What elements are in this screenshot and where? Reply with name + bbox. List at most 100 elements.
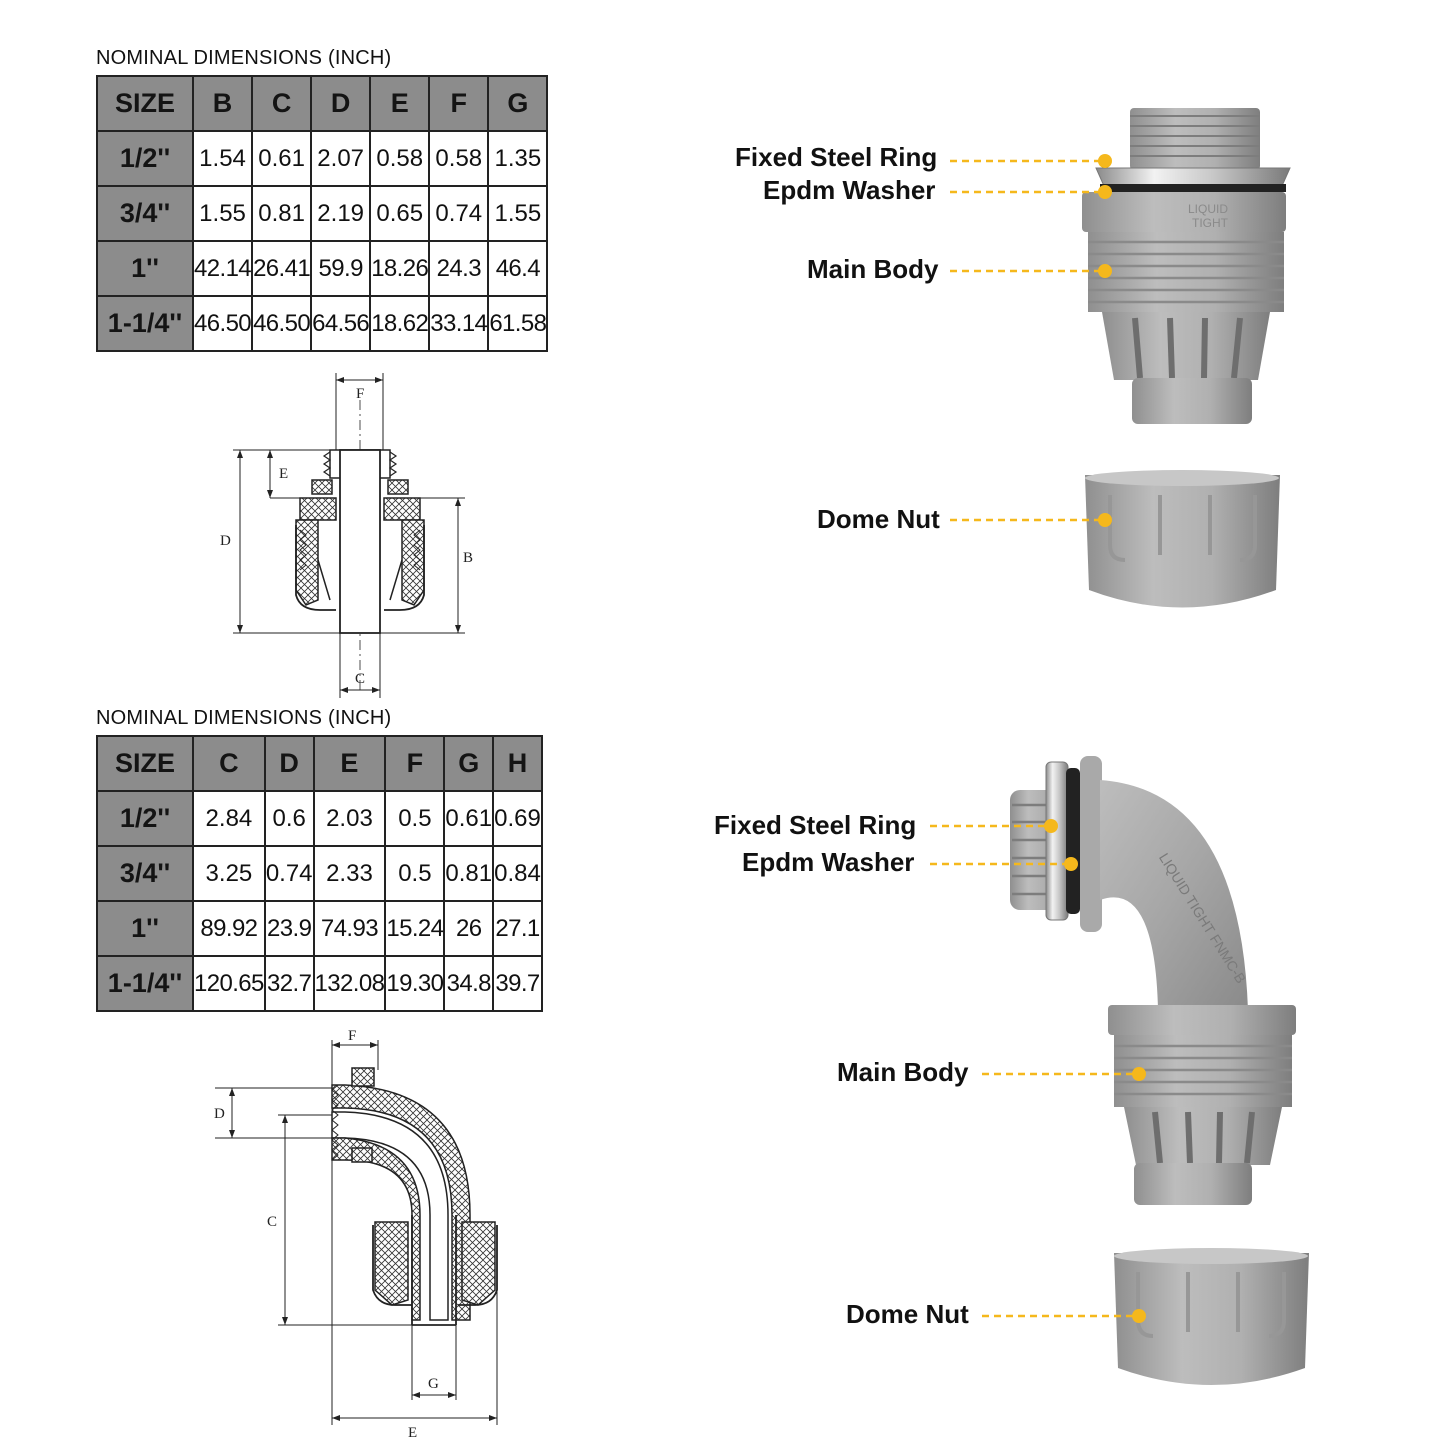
callout-dot	[1132, 1309, 1146, 1323]
header-cell: D	[263, 735, 315, 792]
dim-label-d: D	[214, 1106, 225, 1122]
value-cell: 0.65	[369, 185, 431, 242]
value-cell: 46.50	[191, 295, 254, 352]
callout-dots	[1044, 154, 1146, 1323]
label-epdm-washer: Epdm Washer	[763, 175, 936, 205]
value-cell: 0.84	[492, 845, 543, 902]
header-cell: B	[191, 75, 254, 132]
dim-label-d: D	[220, 533, 231, 549]
label-main-body: Main Body	[807, 254, 939, 284]
value-cell: 0.69	[492, 790, 543, 847]
table-row: 1'' 42.14 26.41 59.9 18.26 24.3 46.4	[96, 240, 549, 297]
value-cell: 33.14	[428, 295, 490, 352]
value-cell: 1.54	[191, 130, 254, 187]
header-cell: F	[384, 735, 446, 792]
value-cell: 19.30	[384, 955, 446, 1012]
table-row: 3/4'' 3.25 0.74 2.33 0.5 0.81 0.84	[96, 845, 543, 902]
label-dome-nut: Dome Nut	[846, 1299, 969, 1329]
value-cell: 2.19	[310, 185, 372, 242]
value-cell: 0.74	[263, 845, 315, 902]
value-cell: 89.92	[192, 900, 266, 957]
value-cell: 120.65	[192, 955, 266, 1012]
header-cell: E	[369, 75, 431, 132]
value-cell: 2.07	[310, 130, 372, 187]
table1-caption: NOMINAL DIMENSIONS (INCH)	[96, 47, 392, 69]
table-row: 1/2'' 2.84 0.6 2.03 0.5 0.61 0.69	[96, 790, 543, 847]
table-row: 1-1/4'' 120.65 32.7 132.08 19.30 34.8 39…	[96, 955, 543, 1012]
value-cell: 42.14	[191, 240, 254, 297]
value-cell: 1.35	[487, 130, 549, 187]
table-row: 1-1/4'' 46.50 46.50 64.56 18.62 33.14 61…	[96, 295, 549, 352]
header-cell: G	[443, 735, 495, 792]
dimensions-table-straight: SIZE B C D E F G 1/2'' 1.54 0.61 2.07 0.…	[96, 75, 549, 352]
header-size: SIZE	[96, 75, 194, 132]
value-cell: 2.03	[312, 790, 387, 847]
value-cell: 0.61	[251, 130, 313, 187]
size-cell: 1/2''	[96, 790, 194, 847]
size-cell: 3/4''	[96, 185, 194, 242]
header-cell: C	[192, 735, 266, 792]
table-row: 3/4'' 1.55 0.81 2.19 0.65 0.74 1.55	[96, 185, 549, 242]
value-cell: 1.55	[487, 185, 549, 242]
value-cell: 18.62	[369, 295, 431, 352]
header-cell: D	[310, 75, 372, 132]
dim-label-f: F	[356, 386, 364, 402]
dim-label-g: G	[428, 1376, 439, 1392]
size-cell: 1/2''	[96, 130, 194, 187]
size-cell: 1''	[96, 240, 194, 297]
value-cell: 1.55	[191, 185, 254, 242]
value-cell: 0.6	[263, 790, 315, 847]
value-cell: 34.8	[443, 955, 495, 1012]
label-fixed-steel-ring: Fixed Steel Ring	[735, 142, 938, 172]
photo-marking: LIQUID	[1188, 202, 1228, 216]
value-cell: 64.56	[310, 295, 372, 352]
value-cell: 0.61	[443, 790, 495, 847]
dim-label-c: C	[267, 1214, 277, 1230]
value-cell: 2.33	[312, 845, 387, 902]
callout-leaders	[930, 159, 1134, 1318]
dim-label-b: B	[463, 550, 473, 566]
header-size: SIZE	[96, 735, 194, 792]
table-header-row: SIZE C D E F G H	[96, 735, 543, 792]
value-cell: 132.08	[312, 955, 387, 1012]
dim-label-c: C	[355, 671, 365, 687]
value-cell: 46.50	[251, 295, 313, 352]
callout-dot	[1098, 154, 1112, 168]
header-cell: H	[492, 735, 543, 792]
label-dome-nut: Dome Nut	[817, 504, 940, 534]
photo-marking: TIGHT	[1192, 216, 1229, 230]
value-cell: 46.4	[487, 240, 549, 297]
header-cell: C	[251, 75, 313, 132]
table2-caption: NOMINAL DIMENSIONS (INCH)	[96, 707, 392, 729]
callout-dot	[1132, 1067, 1146, 1081]
value-cell: 0.74	[428, 185, 490, 242]
value-cell: 2.84	[192, 790, 266, 847]
value-cell: 0.81	[443, 845, 495, 902]
size-cell: 1''	[96, 900, 194, 957]
table-row: 1/2'' 1.54 0.61 2.07 0.58 0.58 1.35	[96, 130, 549, 187]
value-cell: 0.5	[384, 790, 446, 847]
value-cell: 0.58	[428, 130, 490, 187]
dim-label-f: F	[348, 1028, 356, 1044]
callout-dot	[1098, 513, 1112, 527]
value-cell: 0.5	[384, 845, 446, 902]
size-cell: 1-1/4''	[96, 955, 194, 1012]
callout-dot	[1098, 185, 1112, 199]
value-cell: 3.25	[192, 845, 266, 902]
callout-dot	[1044, 819, 1058, 833]
value-cell: 59.9	[310, 240, 372, 297]
value-cell: 61.58	[487, 295, 549, 352]
value-cell: 27.1	[492, 900, 543, 957]
size-cell: 1-1/4''	[96, 295, 194, 352]
value-cell: 74.93	[312, 900, 387, 957]
label-fixed-steel-ring: Fixed Steel Ring	[714, 810, 917, 840]
elbow-connector-diagram	[215, 1040, 498, 1425]
value-cell: 26	[443, 900, 495, 957]
table-row: 1'' 89.92 23.9 74.93 15.24 26 27.1	[96, 900, 543, 957]
dim-label-e: E	[408, 1425, 417, 1441]
value-cell: 15.24	[384, 900, 446, 957]
value-cell: 32.7	[263, 955, 315, 1012]
value-cell: 39.7	[492, 955, 543, 1012]
elbow-connector-photo: LIQUID TIGHT FNMC-B	[1010, 756, 1309, 1385]
label-main-body: Main Body	[837, 1057, 969, 1087]
